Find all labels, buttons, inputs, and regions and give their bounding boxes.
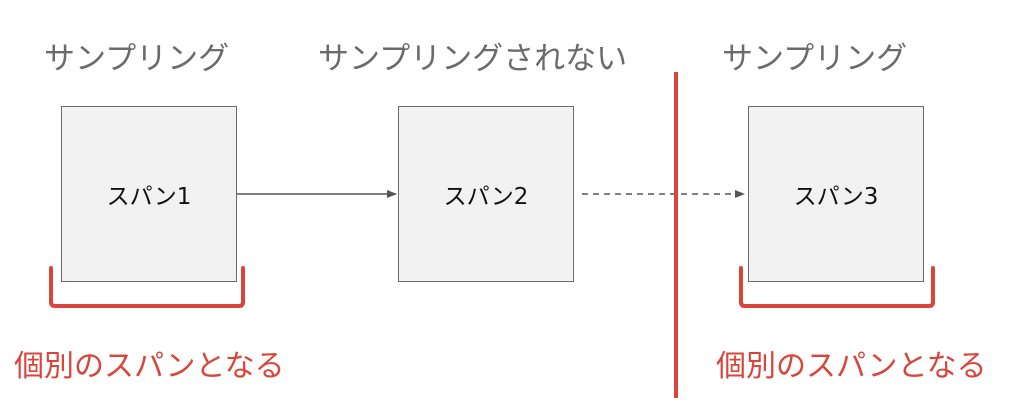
bracket-left xyxy=(49,266,245,308)
span-box-2: スパン2 xyxy=(398,106,574,282)
note-left: 個別のスパンとなる xyxy=(14,349,285,384)
span-box-3: スパン3 xyxy=(748,106,924,282)
span-label-2: スパン2 xyxy=(443,184,529,210)
heading-not-sampled: サンプリングされない xyxy=(318,41,628,77)
note-right: 個別のスパンとなる xyxy=(716,349,987,384)
span-label-1: スパン1 xyxy=(106,184,192,210)
span-box-1: スパン1 xyxy=(61,106,237,282)
span-label-3: スパン3 xyxy=(793,184,879,210)
bracket-right xyxy=(739,266,935,308)
heading-sampled-1: サンプリング xyxy=(44,41,230,77)
heading-sampled-3: サンプリング xyxy=(722,41,908,77)
